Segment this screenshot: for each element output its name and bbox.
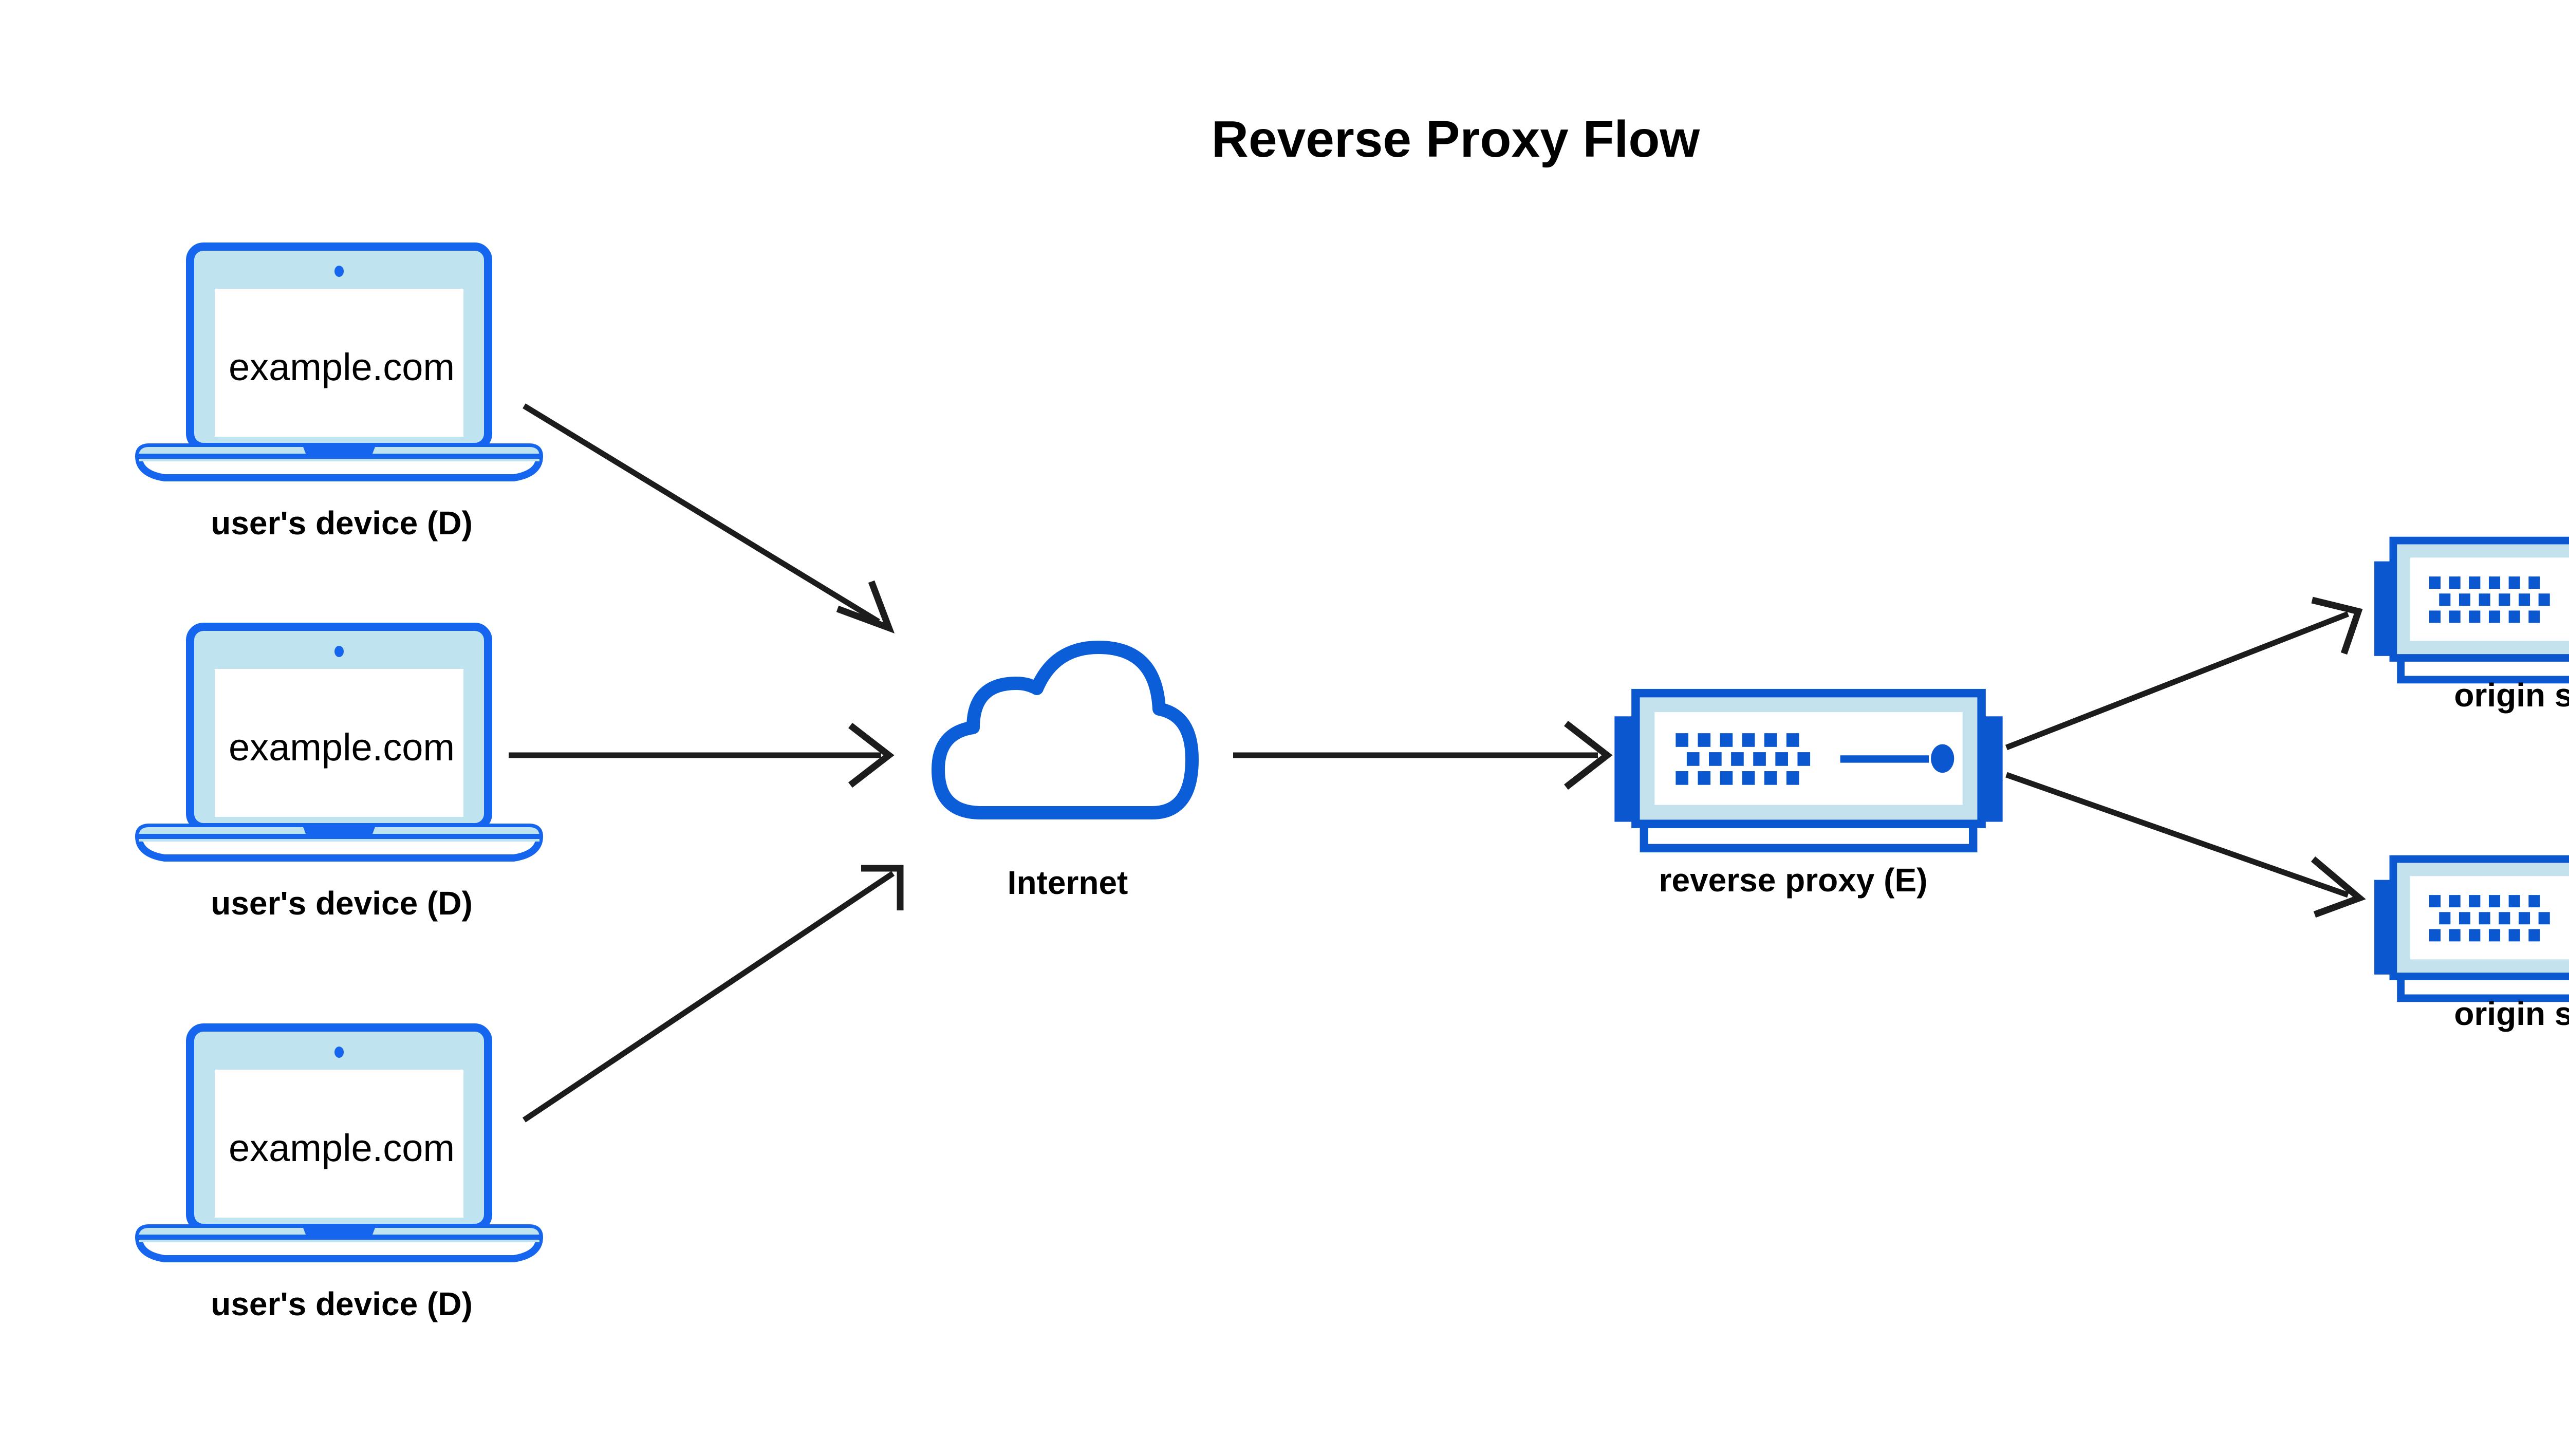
reverse-proxy-label: reverse proxy (E): [1659, 862, 1928, 899]
page-title: Reverse Proxy Flow: [1212, 110, 1700, 168]
origin-server-label: origin server (F): [2454, 677, 2569, 714]
origin-server-label: origin server (F): [2454, 995, 2569, 1032]
node-user-device-bottom[interactable]: example.com user's device (D): [139, 1028, 539, 1322]
flow-proxy-to-origin-top: [2005, 596, 2363, 751]
node-origin-server-top[interactable]: origin server (F): [2374, 540, 2569, 714]
flow-device-bottom-to-internet: [522, 865, 904, 1123]
device-label: user's device (D): [211, 505, 473, 542]
server-icon: [2374, 540, 2569, 680]
device-screen-text: example.com: [229, 346, 455, 388]
device-label: user's device (D): [211, 885, 473, 922]
server-icon: [2374, 859, 2569, 998]
device-screen-text: example.com: [229, 1127, 455, 1169]
node-origin-server-bottom[interactable]: origin server (F): [2374, 859, 2569, 1032]
flow-device-middle-to-internet: [509, 722, 895, 788]
node-reverse-proxy[interactable]: reverse proxy (E): [1614, 693, 2002, 899]
flow-internet-to-proxy: [1233, 720, 1613, 790]
internet-label: Internet: [1008, 864, 1128, 901]
device-screen-text: example.com: [229, 726, 455, 769]
node-user-device-middle[interactable]: example.com user's device (D): [139, 627, 539, 922]
node-user-device-top[interactable]: example.com user's device (D): [139, 247, 539, 542]
flow-device-top-to-internet: [523, 403, 895, 634]
flow-proxy-to-origin-bottom: [2005, 772, 2366, 918]
node-internet[interactable]: Internet: [938, 647, 1192, 901]
server-icon: [1614, 693, 2002, 848]
device-label: user's device (D): [211, 1285, 473, 1322]
flow-arrows-layer: [509, 403, 2366, 1123]
